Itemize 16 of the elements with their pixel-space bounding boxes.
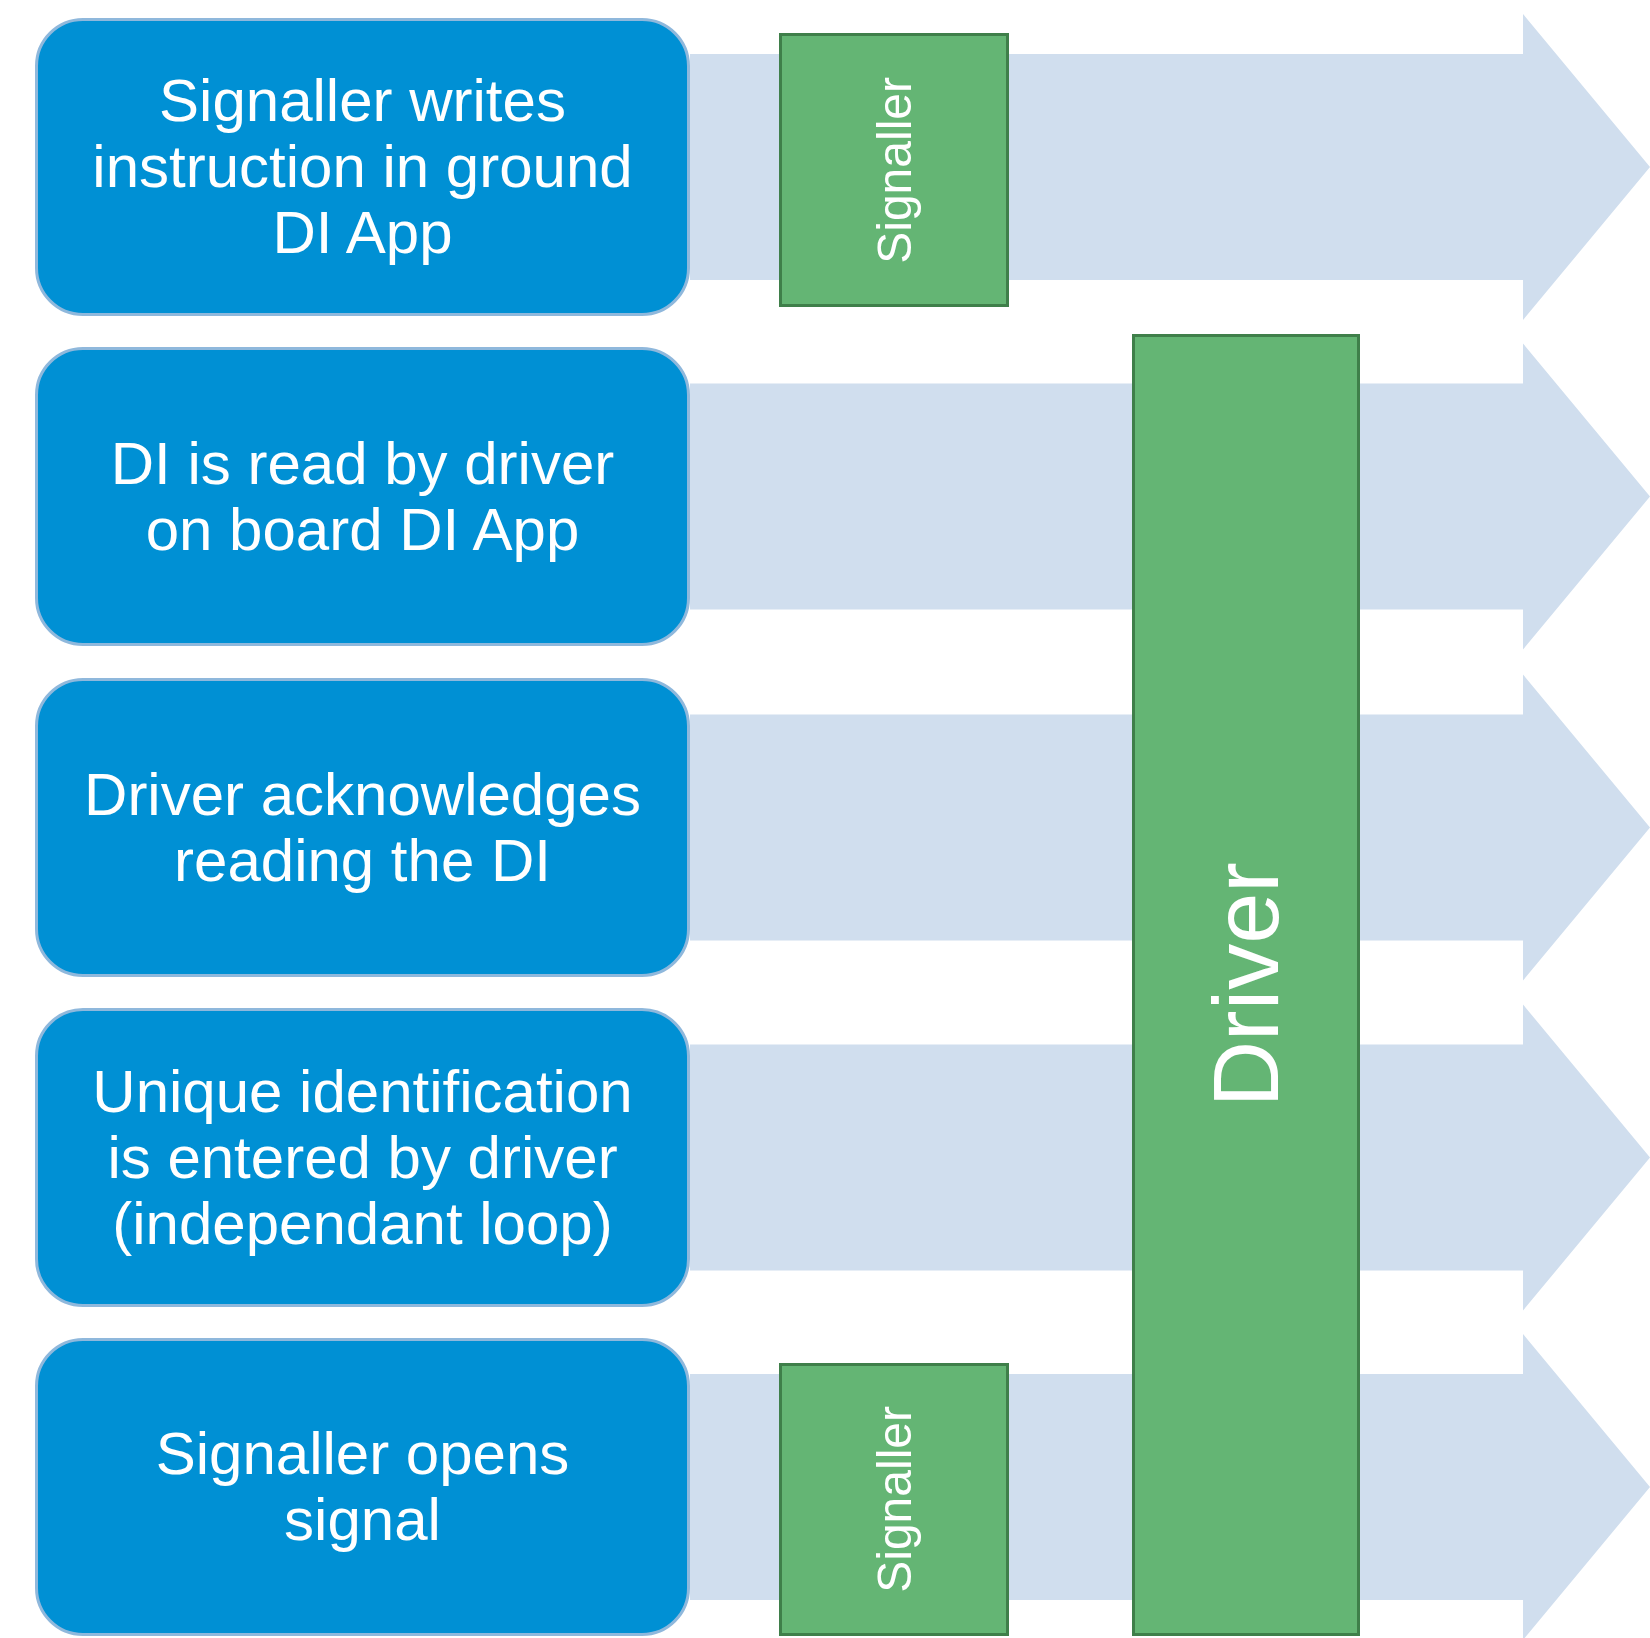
role-bar — [1132, 334, 1360, 1636]
step-text: Signaller opens signal — [154, 1421, 571, 1553]
process-box — [35, 678, 690, 977]
role-label: Signaller — [866, 1406, 922, 1593]
role-label: Driver — [1193, 862, 1298, 1108]
process-box — [35, 1338, 690, 1636]
role-bar — [779, 1363, 1009, 1636]
step-text: Signaller writes instruction in ground DI App — [91, 68, 634, 266]
step-text: Unique identification is entered by driver (independant loop) — [91, 1058, 634, 1257]
process-box — [35, 18, 690, 316]
step-text: Driver acknowledges reading the DI — [83, 761, 642, 894]
step-text: DI is read by driver on board DI App — [109, 430, 616, 563]
process-box — [35, 1008, 690, 1307]
role-label: Signaller — [866, 76, 922, 264]
process-box — [35, 347, 690, 646]
role-bar — [779, 33, 1009, 307]
